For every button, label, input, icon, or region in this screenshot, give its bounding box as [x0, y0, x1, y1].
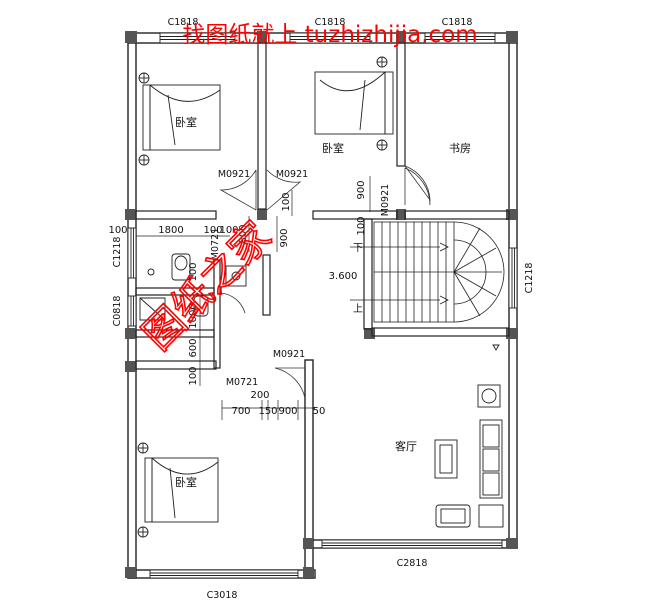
- window-code-left-2: C0818: [112, 296, 123, 327]
- dimension-lines: [136, 176, 371, 420]
- stairs: [350, 221, 505, 323]
- room-label-study: 书房: [449, 142, 471, 155]
- dim-900-v2: 900: [356, 180, 367, 199]
- window-code-right: C1218: [524, 263, 535, 294]
- interior-walls: [135, 42, 510, 370]
- floor-level: 3.600: [329, 271, 358, 282]
- stair-up-label: 上: [353, 303, 363, 315]
- window-code-bottom-left: C3018: [207, 590, 238, 601]
- dim-900-h: 900: [278, 406, 297, 417]
- doors: [219, 165, 431, 399]
- columns: [125, 31, 518, 578]
- window-code-top-left: C1818: [168, 17, 199, 28]
- room-label-living: 客厅: [395, 439, 417, 453]
- door-code-m0721-b: M0721: [226, 377, 258, 388]
- room-label-bedroom-n: 卧室: [322, 141, 344, 155]
- watermark-top: 找图纸就上 tuzhizhijia.com: [182, 22, 477, 48]
- dim-100-b: 100: [203, 225, 222, 236]
- door-code-m0721-a: M0721: [210, 228, 221, 260]
- dim-100-v1: 100: [281, 192, 292, 211]
- window-code-bottom-right: C2818: [397, 558, 428, 569]
- dim-600: 600: [188, 338, 199, 357]
- dim-1000: 1000: [188, 303, 199, 328]
- door-code-m1: M0921: [218, 169, 250, 180]
- window-code-left-1: C1218: [112, 237, 123, 268]
- dim-100-v4: 100: [188, 366, 199, 385]
- dim-800: 800: [238, 224, 249, 243]
- dim-100-a: 100: [108, 225, 127, 236]
- furniture: [137, 56, 504, 538]
- window-code-top-mid: C1818: [315, 17, 346, 28]
- door-code-m4: M0921: [273, 349, 305, 360]
- windows: [127, 32, 518, 579]
- stair-down-label: 下: [353, 243, 363, 254]
- room-label-bedroom-nw: 卧室: [175, 115, 197, 129]
- door-code-m3: M0921: [380, 184, 391, 216]
- door-code-m2: M0921: [276, 169, 308, 180]
- dim-100-v3: 100: [188, 262, 199, 281]
- dim-100-c: 100: [219, 225, 238, 236]
- dim-1800: 1800: [158, 225, 183, 236]
- dim-700: 700: [231, 406, 250, 417]
- dim-900-v1: 900: [279, 228, 290, 247]
- dim-100-v2: 100: [356, 216, 367, 235]
- dim-200: 200: [250, 390, 269, 401]
- window-code-top-right: C1818: [442, 17, 473, 28]
- dim-150: 150: [258, 406, 277, 417]
- dim-50: 50: [313, 406, 326, 417]
- room-label-bedroom-sw: 卧室: [175, 475, 197, 489]
